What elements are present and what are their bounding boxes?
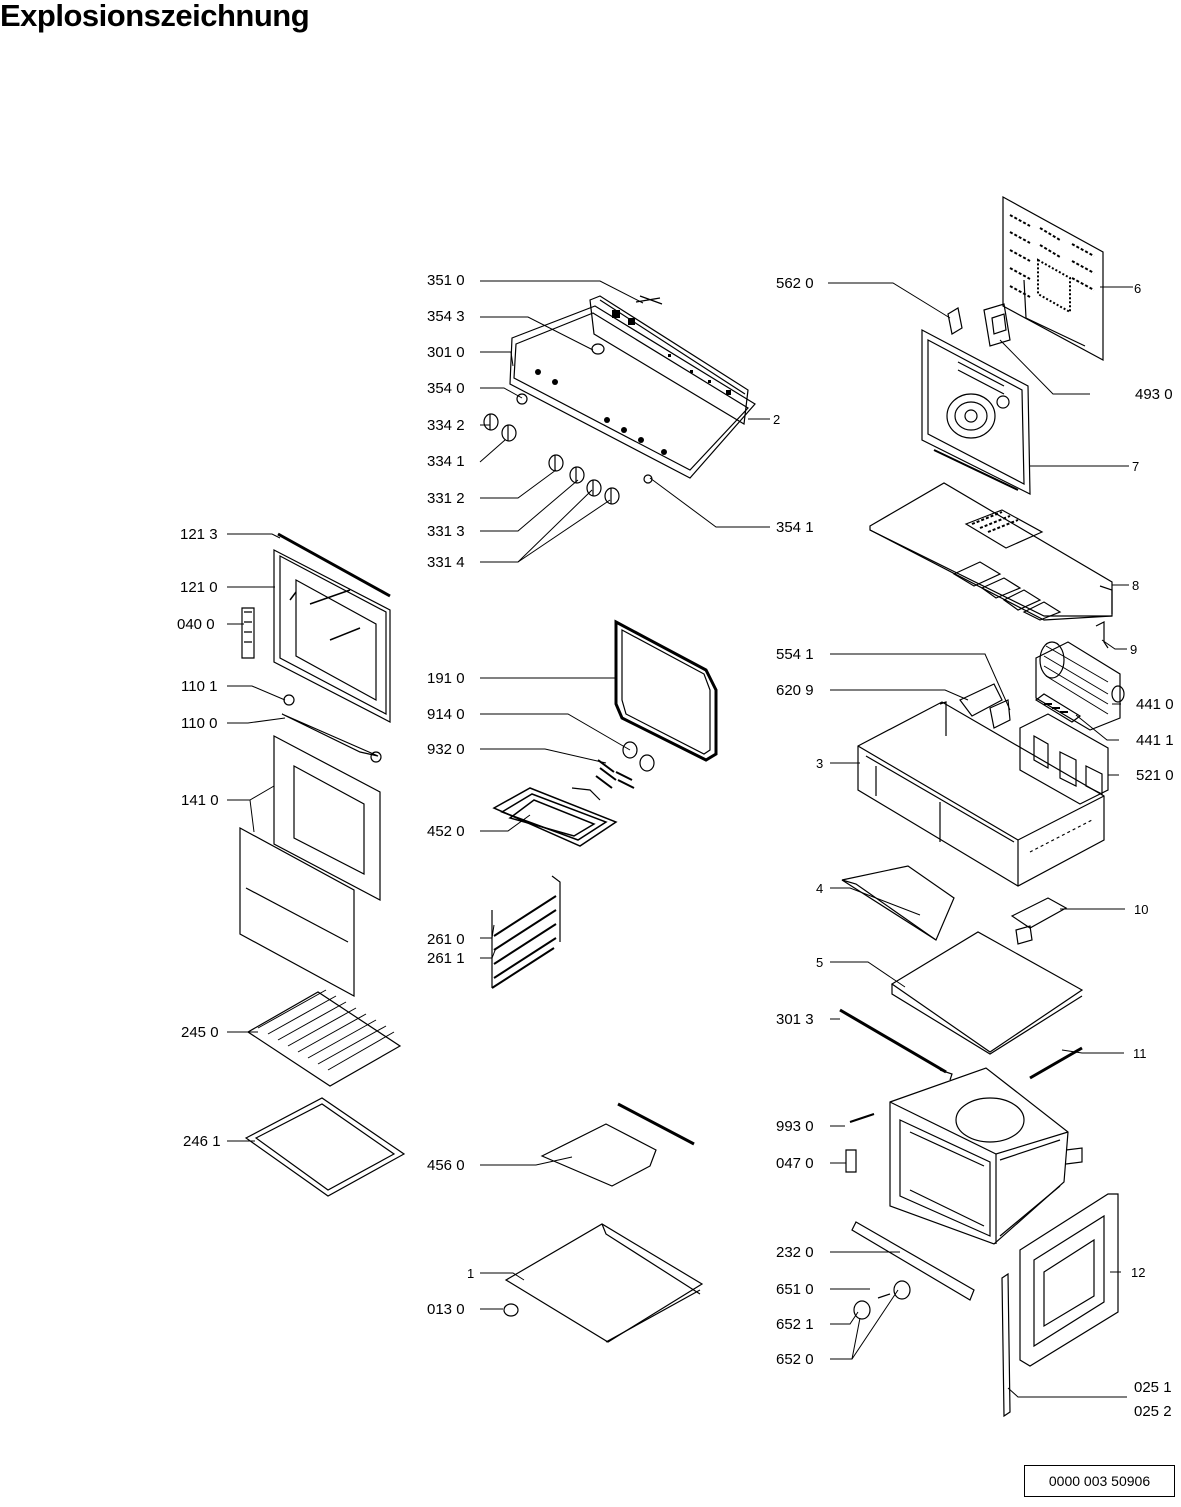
oven-cavity [890, 1068, 1082, 1244]
part-label: 12 [1131, 1265, 1146, 1280]
part-label: 3 [816, 756, 824, 771]
part-label: 554 1 [776, 646, 814, 663]
part-label: 301 3 [776, 1011, 814, 1028]
part-label: 301 0 [427, 344, 465, 361]
hinge-025 [1002, 1274, 1010, 1416]
part-label: 8 [1132, 578, 1140, 593]
trim-232 [852, 1222, 974, 1300]
part-label: 441 0 [1136, 696, 1174, 713]
part-label: 331 2 [427, 490, 465, 507]
terminal-block [1036, 694, 1080, 722]
part-label: 040 0 [177, 616, 215, 633]
control-panel-group [484, 296, 755, 504]
bottom-plate-1 [506, 1224, 702, 1342]
grid-rack [248, 990, 400, 1086]
part-label: 493 0 [1135, 386, 1173, 403]
part-label: 261 0 [427, 931, 465, 948]
rail-11 [1030, 1048, 1082, 1078]
leader-lines [227, 281, 1133, 1397]
plate-5 [892, 932, 1082, 1054]
rail-301-3 [840, 1010, 952, 1080]
part-label: 331 4 [427, 554, 465, 571]
part-label: 121 0 [180, 579, 218, 596]
housing-3 [858, 684, 1104, 886]
part-label: 141 0 [181, 792, 219, 809]
screw-993 [850, 1114, 874, 1122]
part-label: 354 0 [427, 380, 465, 397]
part-label: 9 [1130, 642, 1138, 657]
door-frame-12 [1020, 1194, 1118, 1366]
part-label: 121 3 [180, 526, 218, 543]
part-label: 246 1 [183, 1133, 221, 1150]
part-label: 354 1 [776, 519, 814, 536]
gasket-191 [616, 622, 716, 760]
part-label: 334 1 [427, 453, 465, 470]
part-label: 562 0 [776, 275, 814, 292]
part-label: 2 [773, 412, 781, 427]
part-label: 110 1 [181, 678, 218, 695]
bottom-element [542, 1104, 694, 1186]
part-label: 047 0 [776, 1155, 814, 1172]
part-label: 993 0 [776, 1118, 814, 1135]
lock-047 [846, 1150, 856, 1172]
side-rack [492, 876, 560, 988]
page-title: Explosionszeichnung [0, 0, 310, 33]
part-label: 456 0 [427, 1157, 465, 1174]
part-label: 245 0 [181, 1024, 219, 1041]
part-label: 025 2 [1134, 1403, 1172, 1420]
part-label: 652 1 [776, 1316, 814, 1333]
part-label: 351 0 [427, 272, 465, 289]
top-plate-group [870, 483, 1112, 620]
knob-651-652 [854, 1281, 910, 1319]
part-label: 4 [816, 881, 824, 896]
part-label: 521 0 [1136, 767, 1174, 784]
document-number-box: 0000 003 50906 [1024, 1465, 1175, 1497]
part-label: 110 0 [181, 715, 218, 732]
glass-panels-group [240, 736, 380, 996]
part-label: 10 [1134, 902, 1149, 917]
foot-part [504, 1304, 518, 1316]
part-label: 5 [816, 955, 824, 970]
part-label: 6 [1134, 281, 1142, 296]
electronics-module [1020, 714, 1108, 804]
part-label: 914 0 [427, 706, 465, 723]
part-label: 191 0 [427, 670, 465, 687]
part-label: 620 9 [776, 682, 814, 699]
part-label: 932 0 [427, 741, 465, 758]
part-label: 7 [1132, 459, 1140, 474]
part-label: 331 3 [427, 523, 465, 540]
part-label: 232 0 [776, 1244, 814, 1261]
part-label: 11 [1133, 1046, 1147, 1061]
part-label: 652 0 [776, 1351, 814, 1368]
part-label: 354 3 [427, 308, 465, 325]
fan-motor [1036, 622, 1124, 730]
door-frame-group [242, 534, 390, 762]
part-label: 013 0 [427, 1301, 465, 1318]
part-label: 261 1 [427, 950, 465, 967]
back-panel-group [922, 197, 1103, 494]
grill-element [494, 742, 654, 846]
bracket-10 [1012, 898, 1066, 944]
baking-tray [246, 1098, 404, 1196]
part-label: 651 0 [776, 1281, 814, 1298]
part-label: 441 1 [1136, 732, 1174, 749]
bracket-4 [842, 866, 954, 940]
part-label: 452 0 [427, 823, 465, 840]
part-label: 334 2 [427, 417, 465, 434]
part-label: 1 [467, 1266, 475, 1281]
part-label: 025 1 [1134, 1379, 1172, 1396]
